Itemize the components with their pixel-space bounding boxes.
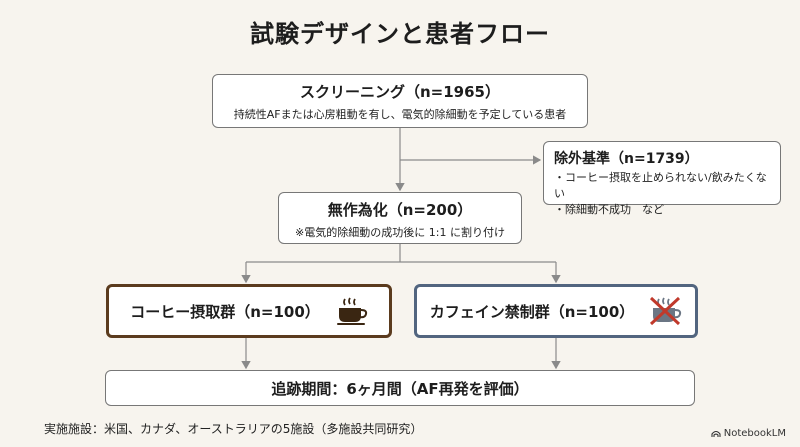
screening-box: スクリーニング（n=1965） 持続性AFまたは心房粗動を有し、電気的除細動を予… — [212, 74, 588, 128]
exclusion-item: ・除細動不成功 など — [554, 203, 664, 216]
follow-up-box: 追跡期間：6ヶ月間（AF再発を評価） — [105, 370, 695, 406]
randomization-heading: 無作為化（n=200） — [327, 201, 473, 219]
brand-watermark: NotebookLM — [711, 428, 786, 439]
notebooklm-logo-icon — [711, 430, 721, 437]
brand-label: NotebookLM — [723, 428, 786, 439]
coffee-group-box: コーヒー摂取群（n=100） — [106, 284, 392, 338]
coffee-group-label: コーヒー摂取群（n=100） — [130, 302, 320, 321]
caffeine-abstinence-box: カフェイン禁制群（n=100） — [414, 284, 698, 338]
coffee-cup-icon — [336, 297, 367, 325]
screening-subtext: 持続性AFまたは心房粗動を有し、電気的除細動を予定している患者 — [233, 108, 567, 121]
exclusion-box: 除外基準（n=1739） ・コーヒー摂取を止められない/飲みたくない ・除細動不… — [543, 141, 781, 216]
footer-note: 実施施設：米国、カナダ、オーストラリアの5施設（多施設共同研究） — [44, 422, 423, 436]
page-title: 試験デザインと患者フロー — [250, 20, 550, 48]
randomization-box: 無作為化（n=200） ※電気的除細動の成功後に 1:1 に割り付け — [278, 192, 522, 244]
exclusion-heading: 除外基準（n=1739） — [554, 151, 699, 167]
caffeine-group-label: カフェイン禁制群（n=100） — [429, 302, 635, 321]
exclusion-item: ・コーヒー摂取を止められない/飲みたくない — [554, 171, 767, 200]
randomization-subtext: ※電気的除細動の成功後に 1:1 に割り付け — [295, 226, 505, 239]
no-coffee-icon — [650, 296, 682, 326]
screening-heading: スクリーニング（n=1965） — [300, 83, 500, 101]
follow-up-label: 追跡期間：6ヶ月間（AF再発を評価） — [271, 379, 529, 398]
